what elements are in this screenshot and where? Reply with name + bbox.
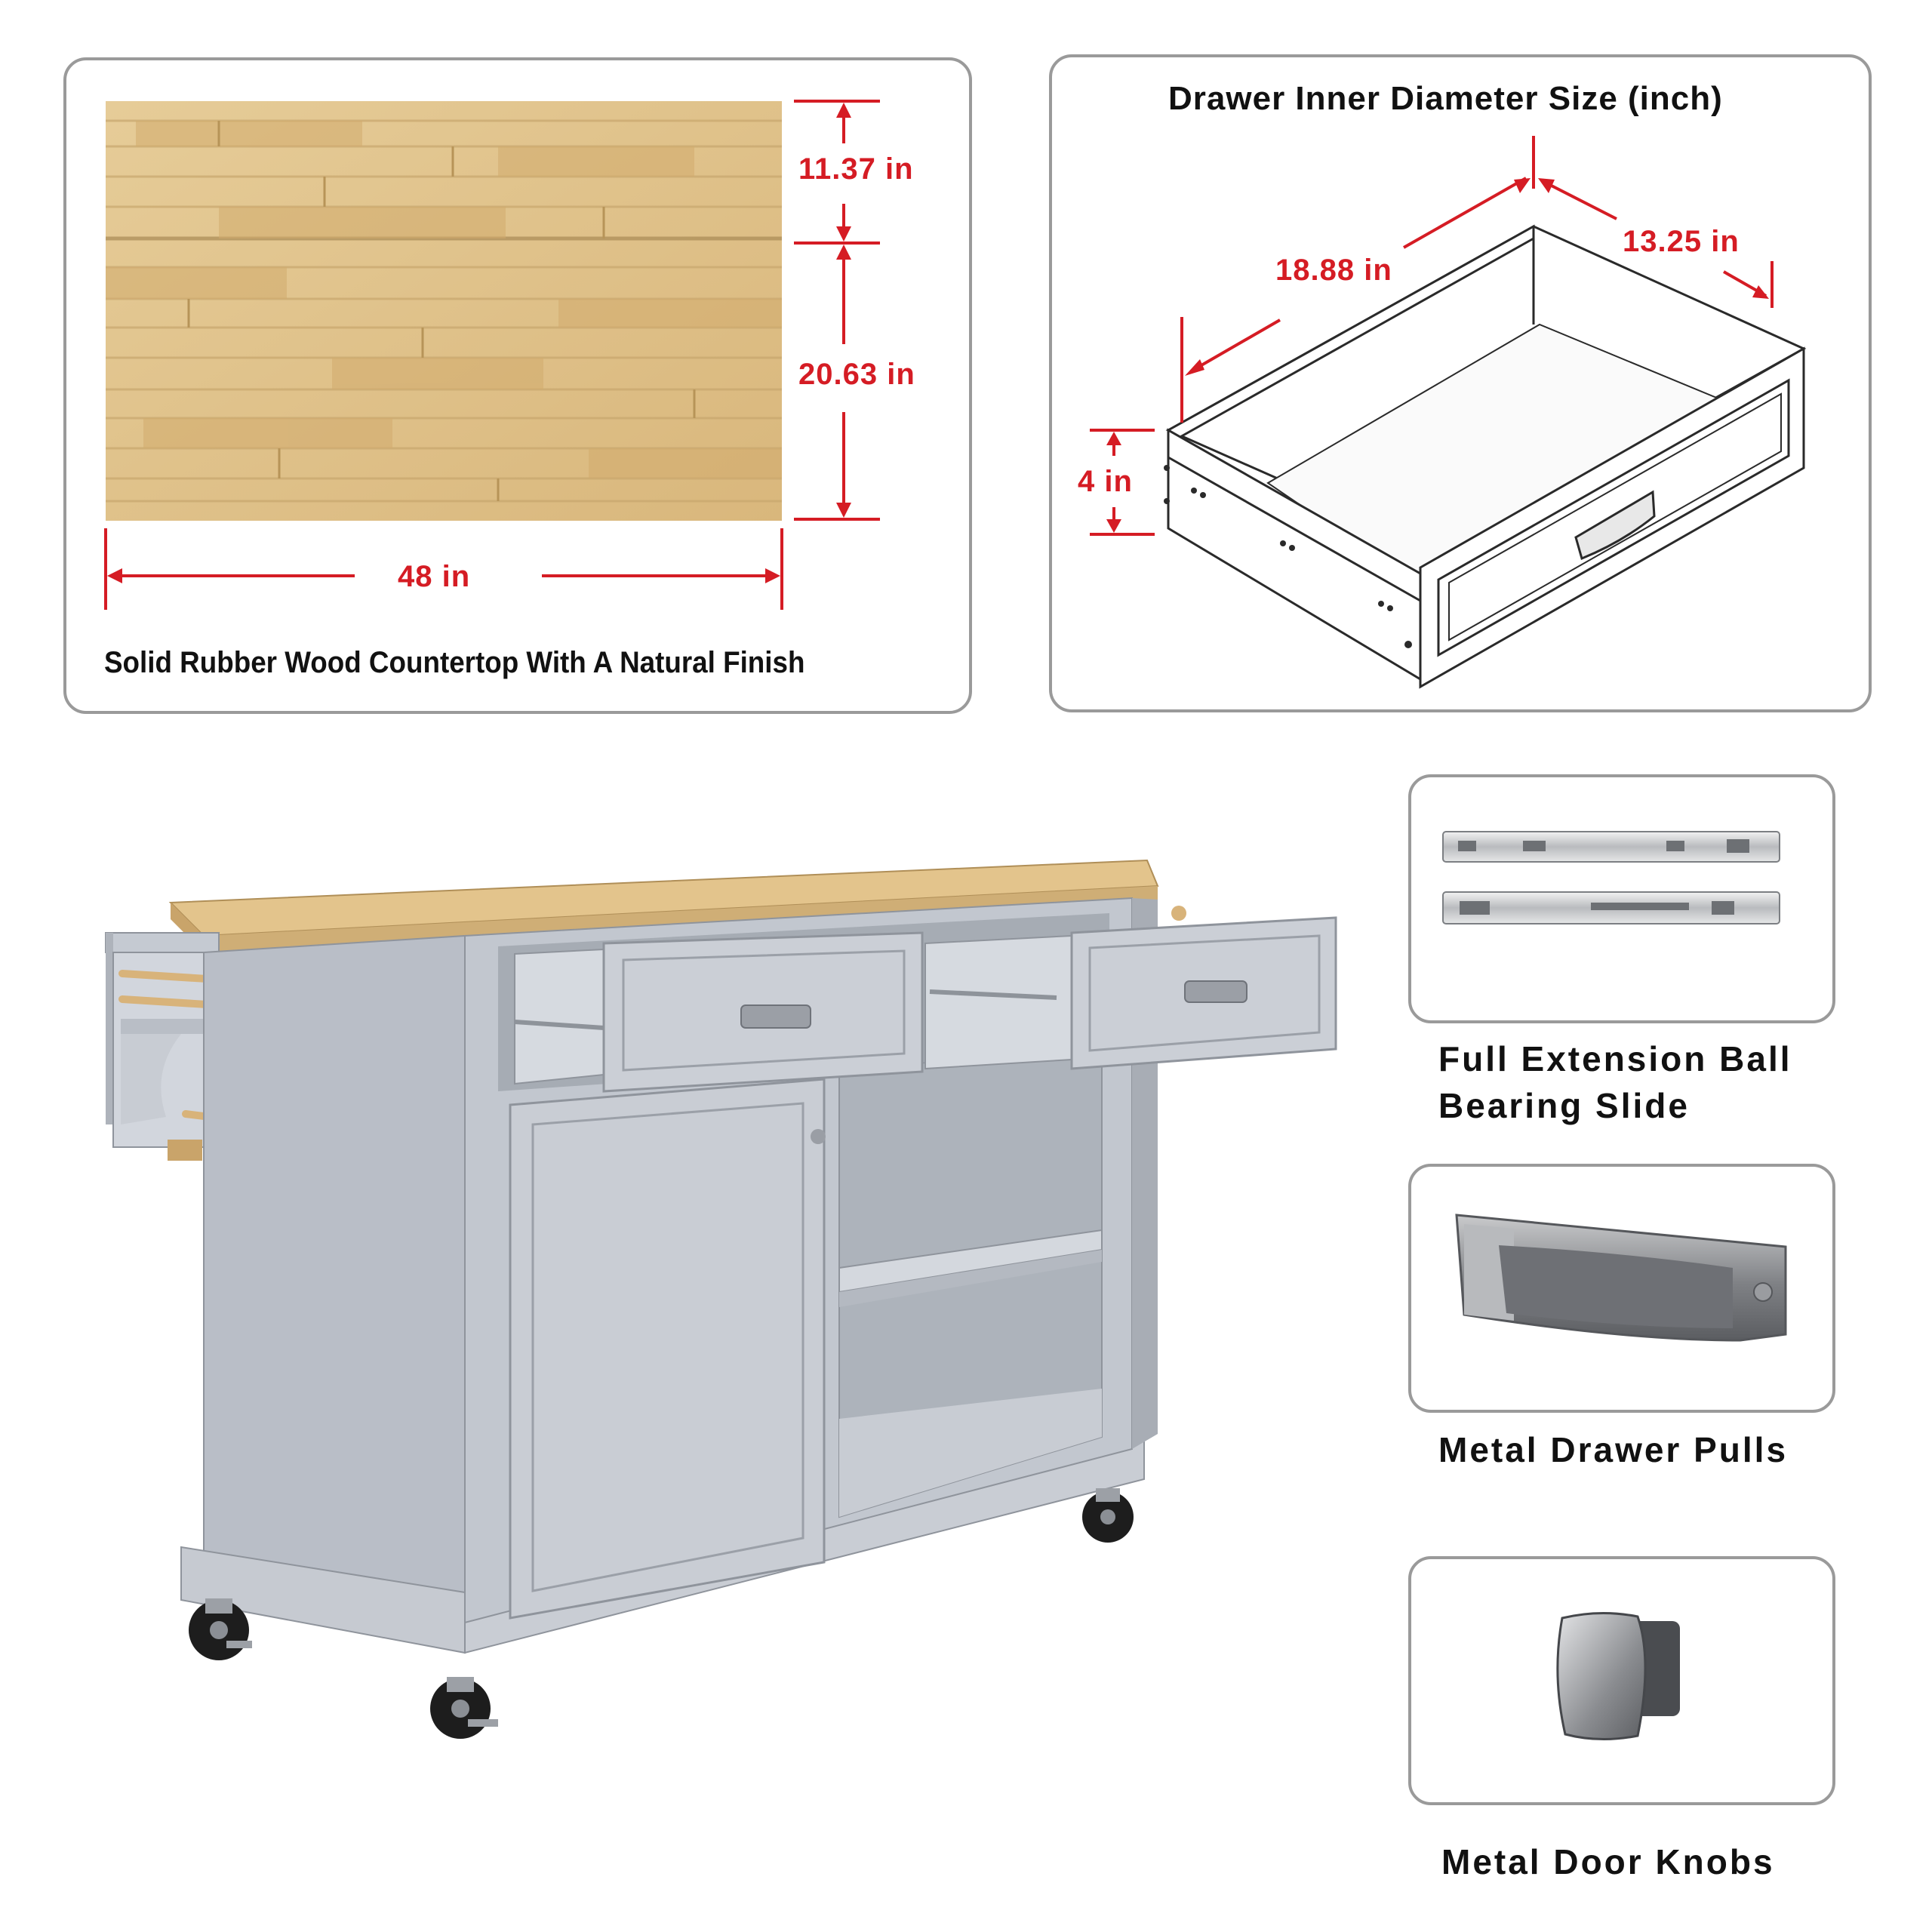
feature-slide-label-line2: Bearing Slide (1438, 1086, 1690, 1125)
countertop-height-top-label: 11.37 in (798, 152, 914, 186)
drawer-depth-label: 18.88 in (1275, 254, 1392, 287)
drawer-title: Drawer Inner Diameter Size (inch) (1168, 80, 1723, 117)
drawer-height-label: 4 in (1078, 465, 1133, 498)
feature-knob-label: Metal Door Knobs (1441, 1842, 1775, 1881)
metal-drawer-pull-image (1455, 1214, 1787, 1342)
countertop-height-bottom-label: 20.63 in (798, 358, 915, 391)
feature-slide-label-line1: Full Extension Ball (1438, 1039, 1792, 1078)
wood-countertop-image (106, 101, 782, 521)
feature-pull-label: Metal Drawer Pulls (1438, 1430, 1789, 1469)
drawer-width-label: 13.25 in (1623, 225, 1740, 258)
countertop-width-label: 48 in (398, 560, 471, 593)
ball-bearing-slide-image (1442, 831, 1780, 924)
countertop-caption: Solid Rubber Wood Countertop With A Natu… (104, 646, 805, 679)
metal-door-knob-image (1556, 1611, 1680, 1740)
